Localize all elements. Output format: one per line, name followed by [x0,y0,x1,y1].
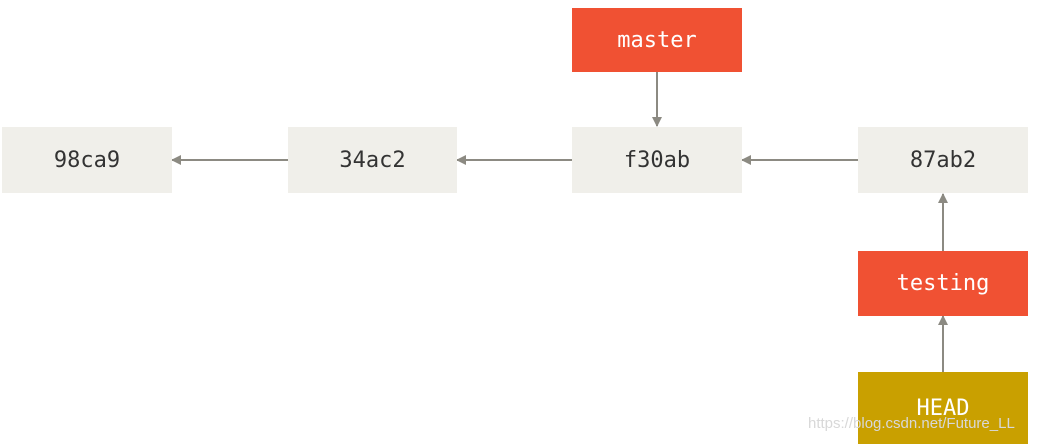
commit-87ab2-label: 87ab2 [909,147,977,173]
commit-34ac2-label: 34ac2 [339,147,406,173]
branch-testing[interactable]: testing [858,251,1028,316]
branch-master[interactable]: master [572,8,742,72]
commit-98ca9-label: 98ca9 [53,147,121,173]
commit-f30ab[interactable]: f30ab [572,127,742,193]
branch-master-label: master [617,27,697,53]
commit-87ab2[interactable]: 87ab2 [858,127,1028,193]
commit-34ac2[interactable]: 34ac2 [288,127,457,193]
commit-f30ab-label: f30ab [623,147,691,173]
head-pointer[interactable]: HEAD [858,372,1028,444]
branch-testing-label: testing [896,271,990,296]
commit-98ca9[interactable]: 98ca9 [2,127,172,193]
watermark-text: https://blog.csdn.net/Future_LL [808,415,1015,432]
head-pointer-label: HEAD [916,395,970,421]
